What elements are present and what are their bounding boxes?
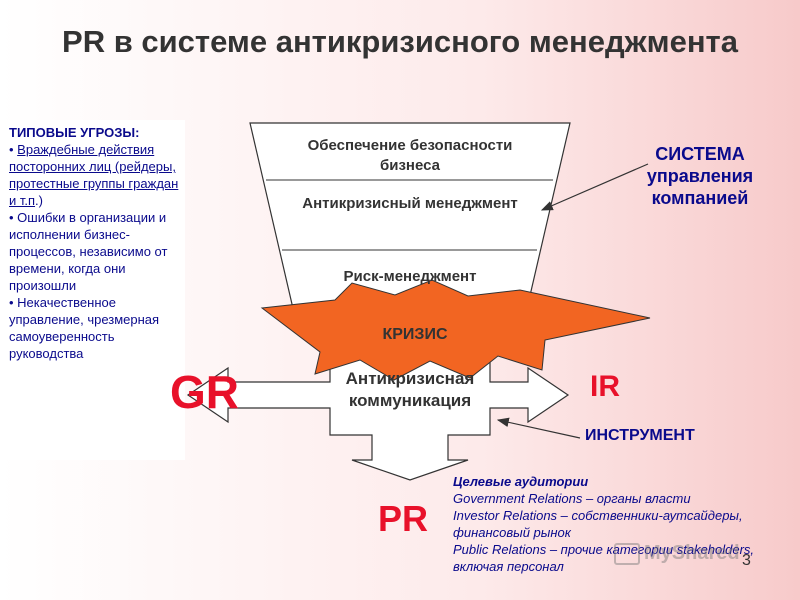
audience-line-ir: Investor Relations – собственники-аутсай… <box>453 508 743 540</box>
watermark-text: MyShared <box>644 542 740 564</box>
audience-line-pr: Public Relations – прочие категории stak… <box>453 542 755 574</box>
watermark-logo: MyShared <box>614 542 740 565</box>
ir-label: IR <box>590 370 620 403</box>
threat-item-2-text: Ошибки в организации и исполнении бизнес… <box>9 210 168 293</box>
threat-item-3: • Некачественное управление, чрезмерная … <box>9 295 160 361</box>
watermark-icon <box>614 542 640 565</box>
crisis-burst-shape <box>260 279 651 381</box>
system-label: СИСТЕМА управления компанией <box>646 144 754 208</box>
instrument-pointer-arrow <box>496 417 581 439</box>
pr-label: PR <box>378 498 429 539</box>
communication-label: Антикризисная коммуникация <box>345 369 475 410</box>
page-title: PR в системе антикризисного менеджмента <box>62 24 738 59</box>
threat-item-1: • Враждебные действия посторонних лиц (р… <box>9 142 179 208</box>
funnel-level-security: Обеспечение безопасности бизнеса <box>307 137 513 174</box>
threats-title: ТИПОВЫЕ УГРОЗЫ: <box>9 125 140 140</box>
slide-number: 3 <box>742 552 751 569</box>
system-pointer-arrow <box>540 163 649 211</box>
threat-item-3-text: Некачественное управление, чрезмерная са… <box>9 295 160 361</box>
instrument-label: ИНСТРУМЕНТ <box>585 427 695 444</box>
funnel-level-anticrisis: Антикризисный менеджмент <box>302 195 518 212</box>
threat-item-1-text: Враждебные действия посторонних лиц (рей… <box>9 142 179 208</box>
audience-line-gr: Government Relations – органы власти <box>453 491 691 506</box>
gr-label: GR <box>170 366 239 418</box>
threat-item-1-tail: .) <box>35 193 43 208</box>
funnel-level-risk: Риск-менеджмент <box>343 268 477 285</box>
threat-item-2: • Ошибки в организации и исполнении бизн… <box>9 210 168 293</box>
audiences-block: Целевые аудитории Government Relations –… <box>453 473 793 575</box>
audiences-title: Целевые аудитории <box>453 474 589 489</box>
threats-panel: ТИПОВЫЕ УГРОЗЫ: • Враждебные действия по… <box>5 120 185 460</box>
crisis-label: КРИЗИС <box>382 326 448 343</box>
